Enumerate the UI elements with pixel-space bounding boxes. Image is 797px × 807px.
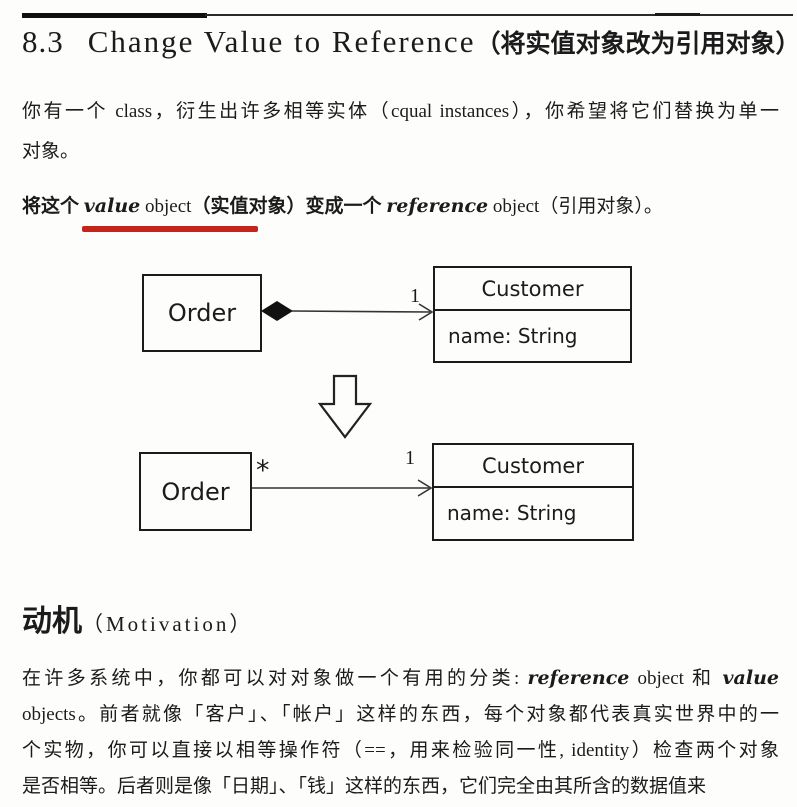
association-line-before bbox=[291, 310, 431, 313]
customer-attribute: name: String bbox=[448, 324, 578, 348]
statement-paragraph: 将这个 value object（实值对象）变成一个 reference obj… bbox=[22, 191, 779, 222]
header-rule-thick bbox=[22, 13, 207, 18]
uml-class-box-customer-after: Customer name: String bbox=[432, 443, 634, 541]
statement-text: 将这个 bbox=[22, 196, 84, 217]
value-term: value bbox=[722, 667, 779, 689]
statement-reference-zh: （引用对象）。 bbox=[539, 196, 663, 217]
multiplicity-label-order-after: * bbox=[256, 455, 270, 486]
statement-value-term: value bbox=[83, 195, 141, 217]
motivation-text: 在许多系统中，你都可以对对象做一个有用的分类: bbox=[22, 668, 528, 689]
arrowhead-icon-after bbox=[417, 479, 433, 497]
motivation-line-3: 个实物，你可以直接以相等操作符（==，用来检验同一性, identity）检查两… bbox=[22, 740, 779, 761]
customer-attribute: name: String bbox=[447, 501, 577, 525]
statement-value-zh: （实值对象） bbox=[191, 196, 306, 217]
motivation-heading-zh: 动机 bbox=[22, 604, 82, 639]
statement-object-word-2: object bbox=[488, 196, 540, 217]
header-rule-blotch bbox=[655, 13, 700, 16]
title-chinese: （将实值对象改为引用对象） bbox=[475, 29, 797, 58]
order-label: Order bbox=[161, 477, 230, 506]
motivation-line-1: 在许多系统中，你都可以对对象做一个有用的分类: reference object… bbox=[22, 660, 779, 697]
transform-arrow-icon bbox=[317, 374, 373, 439]
reference-term: reference bbox=[527, 667, 630, 689]
uml-class-box-order-after: Order bbox=[139, 452, 252, 531]
motivation-heading: 动机（Motivation） bbox=[22, 596, 253, 640]
motivation-text: object 和 bbox=[629, 668, 723, 689]
motivation-line-2: objects。前者就像「客户」、「帐户」这样的东西，每个对象都代表真实世界中的… bbox=[22, 704, 779, 725]
uml-class-box-customer-before: Customer name: String bbox=[433, 266, 632, 363]
uml-class-box-order-before: Order bbox=[142, 274, 262, 352]
statement-reference-term: reference bbox=[386, 195, 489, 217]
intro-line-2: 对象。 bbox=[22, 141, 80, 162]
section-number: 8.3 bbox=[22, 24, 64, 59]
customer-label: Customer bbox=[435, 268, 630, 311]
intro-line-1: 你有一个 class，衍生出许多相等实体（cqual instances），你希… bbox=[22, 101, 779, 122]
intro-paragraph: 你有一个 class，衍生出许多相等实体（cqual instances），你希… bbox=[22, 92, 779, 172]
statement-object-word: object bbox=[140, 196, 192, 217]
arrowhead-icon-before bbox=[418, 303, 434, 321]
page-title: 8.3 Change Value to Reference（将实值对象改为引用对象… bbox=[22, 24, 797, 60]
statement-text-2: 变成一个 bbox=[305, 196, 387, 217]
motivation-heading-en: （Motivation） bbox=[82, 612, 254, 636]
title-english: Change Value to Reference bbox=[87, 24, 476, 59]
order-label: Order bbox=[167, 299, 237, 327]
multiplicity-label-customer-after: 1 bbox=[405, 447, 415, 469]
customer-label: Customer bbox=[434, 445, 632, 488]
red-underline-annotation bbox=[82, 226, 258, 232]
motivation-paragraph: 在许多系统中，你都可以对对象做一个有用的分类: reference object… bbox=[22, 660, 779, 805]
header-rule-thin bbox=[205, 14, 793, 16]
motivation-line-4: 是否相等。后者则是像「日期」、「钱」这样的东西，它们完全由其所含的数据值来 bbox=[22, 776, 707, 797]
composition-diamond-icon bbox=[261, 301, 293, 321]
multiplicity-label-customer-before: 1 bbox=[410, 285, 420, 307]
